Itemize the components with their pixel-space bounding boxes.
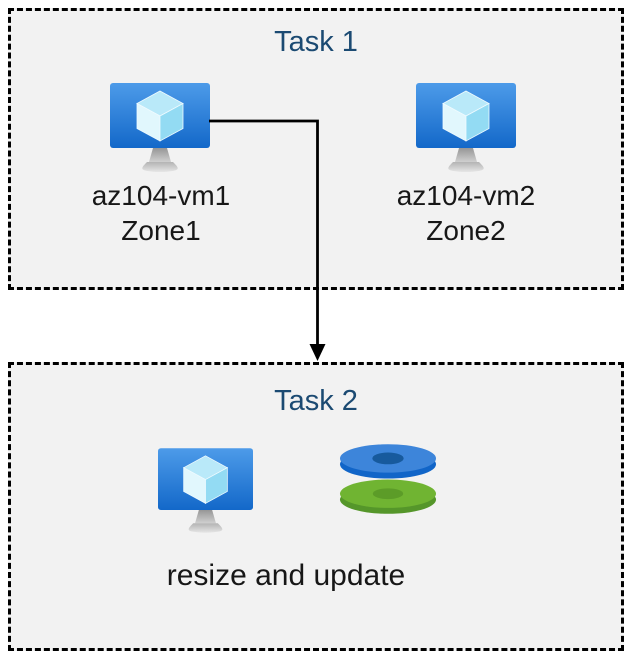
task2-panel: Task 2 resize and update [8,362,624,651]
task2-caption: resize and update [166,559,406,592]
vm2-label: az104-vm2 Zone2 [356,178,576,248]
vm2-name: az104-vm2 [396,180,536,211]
vm2-zone: Zone2 [426,215,506,246]
virtual-machine-icon [110,83,210,172]
vm1-label: az104-vm1 Zone1 [51,178,271,248]
vm1-name: az104-vm1 [91,180,231,211]
virtual-machine-icon [158,448,253,533]
arrowhead-icon [309,344,326,361]
task1-title: Task 1 [274,26,358,58]
virtual-machine-icon [416,83,516,172]
disks-icon [339,444,437,514]
vm1-zone: Zone1 [121,215,201,246]
task2-title: Task 2 [274,385,358,417]
task1-panel: Task 1 az104-vm1 Zone1 az104-vm2 Zone2 [8,8,624,290]
